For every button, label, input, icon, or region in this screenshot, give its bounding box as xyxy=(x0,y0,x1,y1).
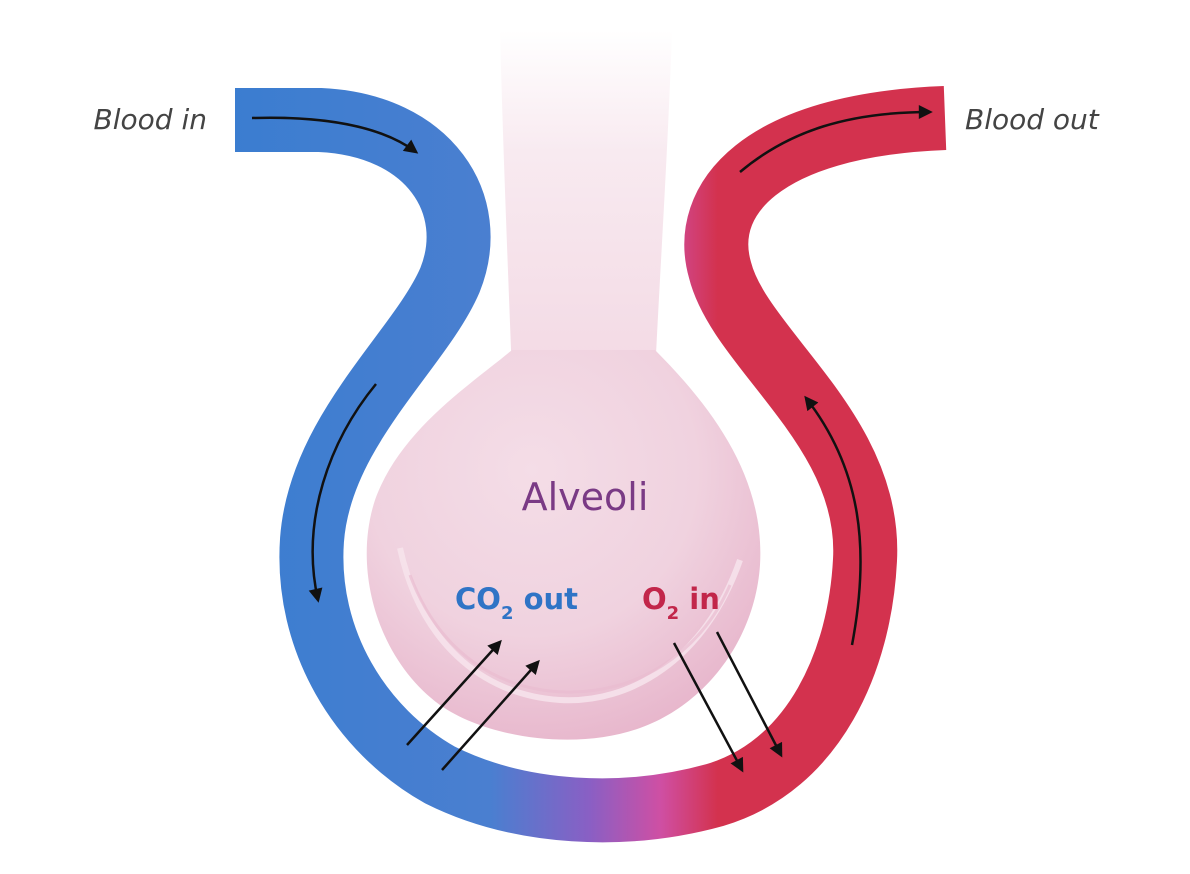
o2-suffix: in xyxy=(679,582,720,616)
alveolus-bulb xyxy=(366,350,761,740)
o2-arrow-2 xyxy=(715,631,783,758)
blood-in-label: Blood in xyxy=(94,103,207,136)
co2-subscript: 2 xyxy=(501,603,514,624)
flow-arrow-ascending xyxy=(804,395,862,646)
co2-suffix: out xyxy=(513,582,578,616)
o2-main: O xyxy=(642,582,667,616)
o2-in-label: O2 in xyxy=(642,582,720,624)
o2-subscript: 2 xyxy=(667,603,680,624)
co2-arrow-2 xyxy=(441,659,540,771)
exchange-arrows xyxy=(406,631,783,773)
alveolus xyxy=(366,30,761,740)
blood-out-label: Blood out xyxy=(965,103,1100,136)
flow-arrow-inlet xyxy=(251,116,419,154)
flow-arrows xyxy=(251,105,933,646)
alveolus-inner-shade xyxy=(408,574,732,694)
co2-out-label: CO2 out xyxy=(455,582,578,624)
co2-arrow-1 xyxy=(406,639,502,746)
alveolus-neck xyxy=(500,30,672,375)
blood-vessel xyxy=(235,86,947,843)
alveoli-label: Alveoli xyxy=(522,475,649,519)
flow-arrow-descending xyxy=(308,383,377,603)
co2-main: CO xyxy=(455,582,501,616)
o2-arrow-1 xyxy=(672,642,744,773)
flow-arrow-outlet xyxy=(739,105,933,173)
